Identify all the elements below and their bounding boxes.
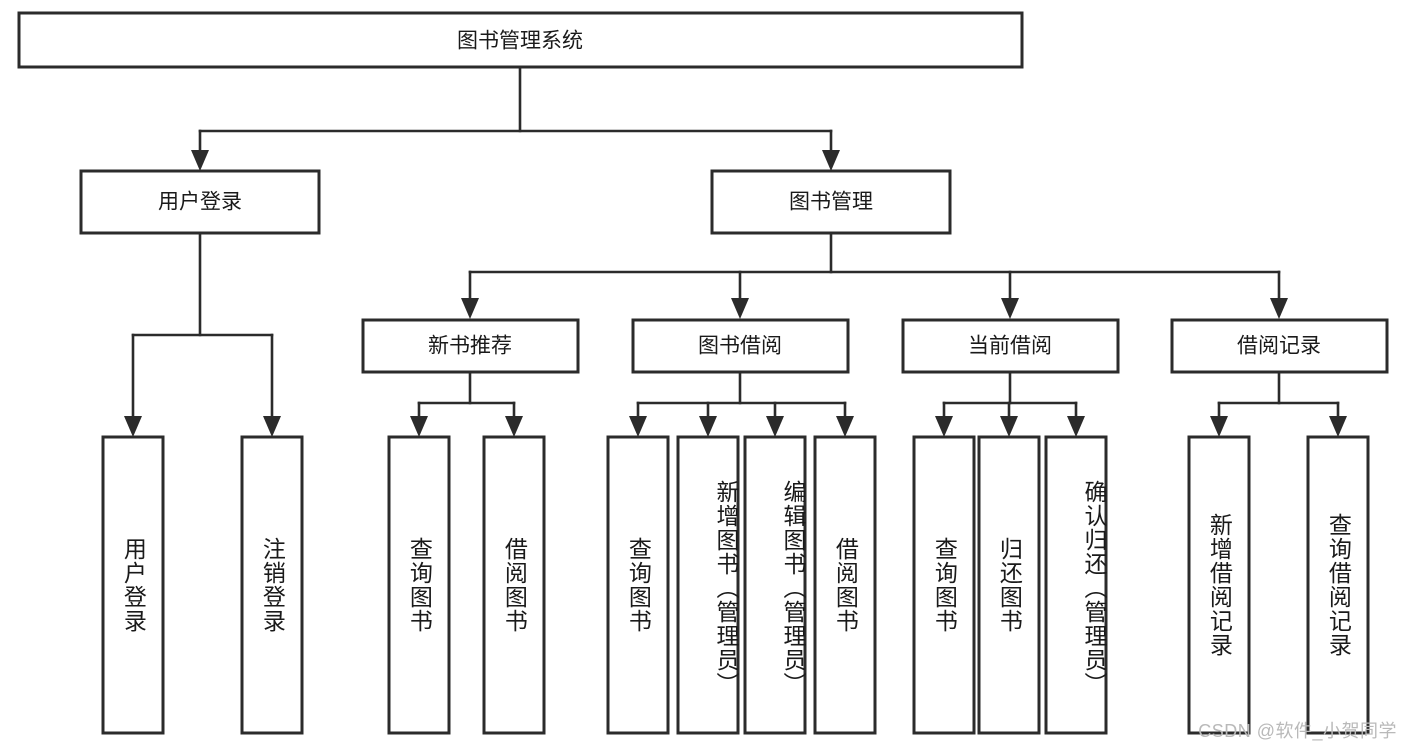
leaf-box-book-borrow-4[interactable] xyxy=(813,435,877,735)
leaf-box-user-login-1[interactable] xyxy=(101,435,165,735)
node-book-management[interactable]: 图书管理 xyxy=(710,169,952,235)
node-book-borrow-box[interactable] xyxy=(631,318,850,374)
node-root-box[interactable] xyxy=(17,11,1024,69)
arrowhead-book-mgmt xyxy=(822,150,840,171)
node-current-borrow-box[interactable] xyxy=(901,318,1120,374)
arrowhead-bb-3 xyxy=(766,416,784,437)
node-root[interactable]: 图书管理系统 xyxy=(17,11,1024,69)
node-current-borrow[interactable]: 当前借阅 xyxy=(901,318,1120,374)
arrowhead-br-1 xyxy=(1210,416,1228,437)
node-borrow-records[interactable]: 借阅记录 xyxy=(1170,318,1389,374)
node-book-management-label: 图书管理 xyxy=(789,191,873,214)
node-user-login-box[interactable] xyxy=(79,169,321,235)
arrowhead-bb-1 xyxy=(629,416,647,437)
edges-layer xyxy=(124,65,1347,437)
arrowhead-user-login xyxy=(191,150,209,171)
arrowhead-l3-1 xyxy=(461,298,479,319)
node-borrow-records-box[interactable] xyxy=(1170,318,1389,374)
leaf-box-current-borrow-2[interactable] xyxy=(977,435,1041,735)
node-borrow-records-label: 借阅记录 xyxy=(1237,335,1321,358)
node-user-login-label: 用户登录 xyxy=(158,191,242,214)
arrowhead-br-2 xyxy=(1329,416,1347,437)
arrowhead-ul-1 xyxy=(124,416,142,437)
arrowhead-l3-2 xyxy=(731,298,749,319)
arrowhead-nbr-2 xyxy=(505,416,523,437)
leaf-box-book-borrow-2[interactable] xyxy=(676,435,740,735)
leaf-box-borrow-records-2[interactable] xyxy=(1306,435,1370,735)
node-new-book-recommend-box[interactable] xyxy=(361,318,580,374)
leaf-box-new-book-1[interactable] xyxy=(387,435,451,735)
leaf-box-book-borrow-3[interactable] xyxy=(743,435,807,735)
leaf-box-current-borrow-3[interactable] xyxy=(1044,435,1108,735)
node-user-login[interactable]: 用户登录 xyxy=(79,169,321,235)
node-book-borrow-label: 图书借阅 xyxy=(698,335,782,358)
leaf-box-current-borrow-1[interactable] xyxy=(912,435,976,735)
leaf-box-borrow-records-1[interactable] xyxy=(1187,435,1251,735)
arrowhead-bb-4 xyxy=(836,416,854,437)
arrowhead-nbr-1 xyxy=(410,416,428,437)
node-root-label: 图书管理系统 xyxy=(457,30,583,53)
node-book-management-box[interactable] xyxy=(710,169,952,235)
arrowhead-bb-2 xyxy=(699,416,717,437)
arrowhead-cb-3 xyxy=(1067,416,1085,437)
arrowhead-cb-1 xyxy=(935,416,953,437)
arrowhead-ul-2 xyxy=(263,416,281,437)
leaf-box-user-login-2[interactable] xyxy=(240,435,304,735)
node-current-borrow-label: 当前借阅 xyxy=(968,335,1052,358)
leaf-box-book-borrow-1[interactable] xyxy=(606,435,670,735)
arrowhead-l3-4 xyxy=(1270,298,1288,319)
nodes-layer: 图书管理系统 用户登录 图书管理 新书推荐 图书借阅 xyxy=(17,11,1389,735)
node-new-book-recommend-label: 新书推荐 xyxy=(428,335,512,358)
node-new-book-recommend[interactable]: 新书推荐 xyxy=(361,318,580,374)
csdn-watermark: CSDN @软件_小贺同学 xyxy=(1198,721,1397,741)
arrowhead-cb-2 xyxy=(1000,416,1018,437)
node-book-borrow[interactable]: 图书借阅 xyxy=(631,318,850,374)
leaf-box-new-book-2[interactable] xyxy=(482,435,546,735)
arrowhead-l3-3 xyxy=(1001,298,1019,319)
